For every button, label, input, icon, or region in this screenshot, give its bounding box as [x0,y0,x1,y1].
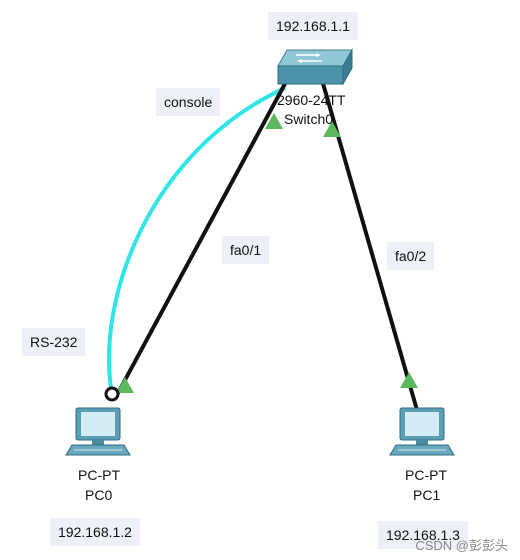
rs232-link-label: RS-232 [22,328,86,356]
switch-name-label: Switch0 [284,111,334,127]
link-up-indicator-switch-fa02 [323,121,341,137]
pc1-model-label: PC-PT [405,467,447,483]
link-up-indicator-switch-fa01 [265,113,283,129]
ethernet-cable-fa01[interactable] [116,79,289,394]
fa01-link-label: fa0/1 [222,236,270,264]
switch-ip-label: 192.168.1.1 [268,12,358,40]
network-switch-icon[interactable] [277,48,353,86]
pc0-ip-label: 192.168.1.2 [50,518,140,546]
pc1-name-label: PC1 [413,487,441,503]
watermark: CSDN @彭彭头 [415,538,508,553]
link-up-indicator-pc0 [116,377,134,393]
desktop-pc-icon[interactable] [389,407,455,456]
link-up-indicator-pc1 [400,372,418,388]
switch-model-label: 2960-24TT [277,92,346,108]
pc1-ip-label: 192.168.1.3 [378,521,468,549]
desktop-pc-icon[interactable] [65,407,131,456]
console-port-icon [104,386,120,402]
fa02-link-label: fa0/2 [387,242,435,270]
pc0-model-label: PC-PT [78,467,120,483]
console-cable[interactable] [107,86,286,395]
console-link-label: console [156,88,221,116]
pc0-name-label: PC0 [85,487,113,503]
